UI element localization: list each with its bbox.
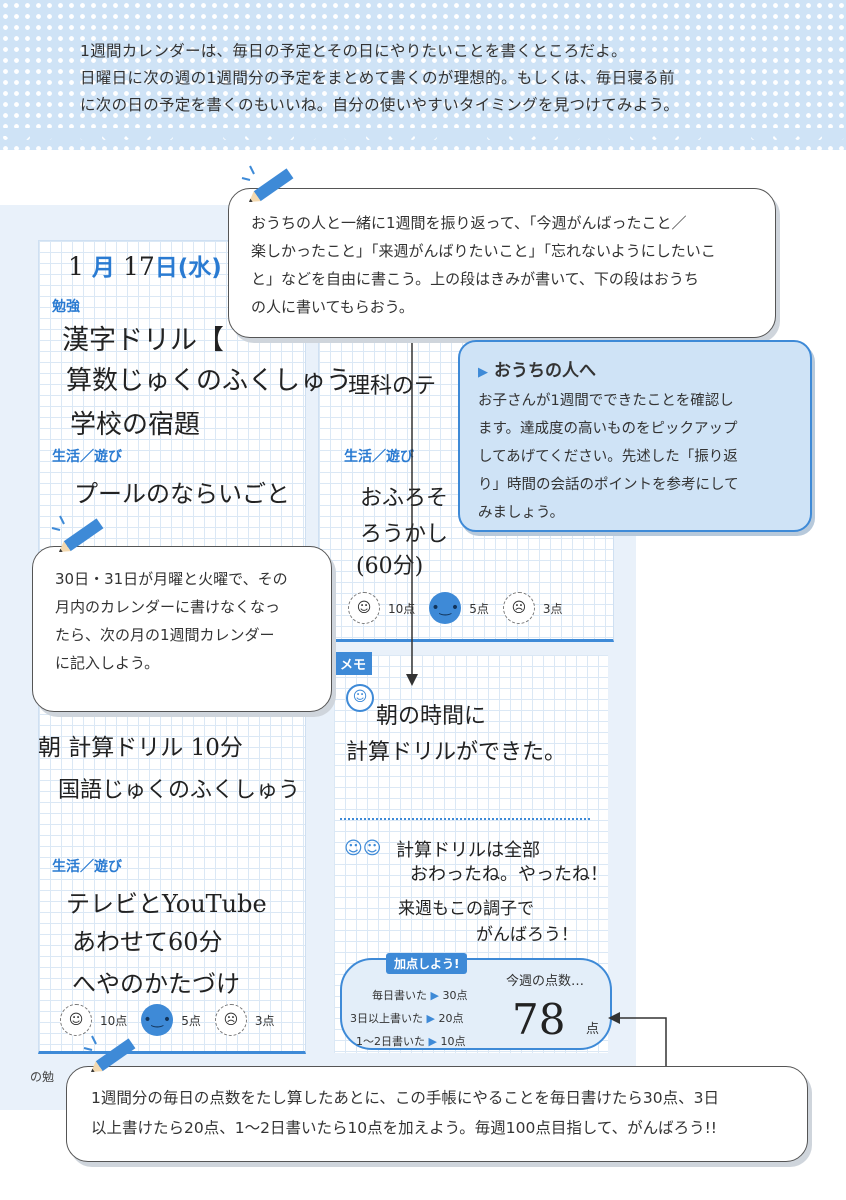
tip-top-line-3: と」などを自由に書こう。上の段はきみが書いて、下の段はおうち xyxy=(251,270,699,288)
neutral-face-icon[interactable]: •‿• xyxy=(429,592,462,624)
score-rule-2: 3日以上書いた xyxy=(350,1012,423,1025)
right-life-label: 生活／遊び xyxy=(344,449,414,465)
life-label: 生活／遊び xyxy=(52,449,122,465)
intro-line-2: 日曜日に次の週の1週間分の予定をまとめて書くのが理想的。もしくは、毎日寝る前 xyxy=(80,69,675,87)
face-mid-points: 5点 xyxy=(181,1013,201,1028)
face-bad-points: 3点 xyxy=(542,601,563,616)
partial-label: の勉 xyxy=(30,1070,55,1084)
pencil-icon xyxy=(51,515,104,552)
left-lower-life-label: 生活／遊び xyxy=(52,859,122,875)
score-rule-3-points: 10点 xyxy=(440,1035,466,1048)
score-box xyxy=(340,958,612,1050)
parent-note-line-2: ます。達成度の高いものをピックアップ xyxy=(478,421,738,437)
face-good-points: 10点 xyxy=(100,1013,128,1028)
triangle-icon: ▶ xyxy=(478,365,488,380)
memo-divider xyxy=(340,818,590,820)
banner-scalloped-edge xyxy=(0,128,846,143)
life-item-1: プールのならいごと xyxy=(74,480,290,508)
tip-bubble-top: おうちの人と一緒に1週間を振り返って、「今週がんばったこと／ 楽しかったこと」「… xyxy=(228,188,776,338)
study-item-3: 学校の宿題 xyxy=(70,410,201,440)
child-face-icon: ☺ xyxy=(346,684,374,712)
face-mid-points: 5点 xyxy=(469,601,489,616)
right-study-item: 理科のテ xyxy=(348,374,437,399)
score-faces-left: ☺ 10点 •‿• 5点 ☹ 3点 xyxy=(60,1004,281,1036)
sad-face-icon[interactable]: ☹ xyxy=(502,592,535,624)
memo-child-line-1: 朝の時間に xyxy=(376,704,487,729)
tip-top-line-4: の人に書いてもらおう。 xyxy=(251,298,414,316)
date-weekday: (水) xyxy=(177,255,222,281)
right-life-item-1: おふろそ xyxy=(360,486,449,511)
memo-parent-line-1: 計算ドリルは全部 xyxy=(396,840,540,861)
score-tag: 加点しよう! xyxy=(386,953,468,974)
score-faces-right: ☺ 10点 •‿• 5点 ☹ 3点 xyxy=(348,592,569,624)
tip-bottom-line-1: 1週間分の毎日の点数をたし算したあとに、この手帳にやることを毎日書けたら30点、… xyxy=(91,1089,719,1107)
score-unit: 点 xyxy=(586,1022,600,1037)
calendar-date: 1 月 17日(水) xyxy=(68,248,222,282)
memo-label: メモ xyxy=(334,652,373,675)
date-month-handwritten: 1 xyxy=(68,252,84,281)
date-day-unit: 日 xyxy=(154,255,178,281)
score-value[interactable]: 78 xyxy=(512,995,566,1044)
sad-face-icon[interactable]: ☹ xyxy=(214,1004,247,1036)
parent-note-line-4: り」時間の会話のポイントを参考にして xyxy=(478,477,739,493)
memo-parent-line-2: おわったね。やったね！ xyxy=(410,864,608,885)
score-rule-1: 毎日書いた xyxy=(372,989,427,1002)
score-rule-2-points: 20点 xyxy=(438,1012,464,1025)
smile-face-icon[interactable]: ☺ xyxy=(348,592,380,624)
left-lower-item-1: 朝 計算ドリル 10分 xyxy=(38,735,243,761)
tip-top-line-2: 楽しかったこと」「来週がんばりたいこと」「忘れないようにしたいこ xyxy=(251,242,716,260)
memo-child-line-2: 計算ドリルができた。 xyxy=(346,740,567,765)
intro-text: 1週間カレンダーは、毎日の予定とその日にやりたいことを書くところだよ。 日曜日に… xyxy=(80,38,800,119)
study-item-2: 算数じゅくのふくしゅう xyxy=(66,366,353,396)
score-week-label: 今週の点数… xyxy=(506,974,585,989)
tip-top-line-1: おうちの人と一緒に1週間を振り返って、「今週がんばったこと／ xyxy=(251,214,687,232)
date-month-unit: 月 xyxy=(91,255,115,281)
intro-line-1: 1週間カレンダーは、毎日の予定とその日にやりたいことを書くところだよ。 xyxy=(80,42,627,60)
neutral-face-icon[interactable]: •‿• xyxy=(141,1004,174,1036)
score-rule-3: 1〜2日書いた xyxy=(356,1035,425,1048)
pencil-icon xyxy=(83,1035,136,1072)
header-banner xyxy=(0,0,846,150)
left-lower-life-item-2: あわせて60分 xyxy=(72,928,223,956)
tip-left-line-1: 30日・31日が月曜と火曜で、その xyxy=(55,570,288,588)
parent-note-title: おうちの人へ xyxy=(494,361,596,381)
tip-bottom-line-2: 以上書けたら20点、1〜2日書いたら10点を加えよう。毎週100点目指して、がん… xyxy=(91,1119,718,1137)
face-bad-points: 3点 xyxy=(254,1013,275,1028)
tip-left-line-4: に記入しよう。 xyxy=(55,654,160,672)
pencil-icon xyxy=(241,165,294,202)
smile-face-icon[interactable]: ☺ xyxy=(60,1004,92,1036)
face-good-points: 10点 xyxy=(388,601,416,616)
tip-bubble-left: 30日・31日が月曜と火曜で、その 月内のカレンダーに書けなくなっ たら、次の月… xyxy=(32,546,332,712)
parent-note-line-3: してあげてください。先述した「振り返 xyxy=(478,449,738,465)
score-rule-1-points: 30点 xyxy=(442,989,468,1002)
study-label: 勉強 xyxy=(52,299,80,315)
tip-left-line-2: 月内のカレンダーに書けなくなっ xyxy=(55,598,281,616)
parent-note-line-1: お子さんが1週間でできたことを確認し xyxy=(478,393,734,409)
parent-note-line-5: みましょう。 xyxy=(478,505,565,521)
left-lower-item-2: 国語じゅくのふくしゅう xyxy=(58,778,301,803)
left-lower-life-item-1: テレビとYouTube xyxy=(66,890,267,918)
parent-note: ▶ おうちの人へ お子さんが1週間でできたことを確認し ます。達成度の高いものをピ… xyxy=(458,340,812,532)
parents-face-icon: ☺☺ xyxy=(344,838,382,859)
memo-parent-line-3: 来週もこの調子で xyxy=(398,899,534,919)
left-lower-life-item-3: へやのかたづけ xyxy=(72,970,240,998)
tip-left-line-3: たら、次の月の1週間カレンダー xyxy=(55,626,275,644)
date-day-handwritten: 17 xyxy=(122,252,155,281)
memo-parent-line-4: がんばろう！ xyxy=(476,925,578,945)
intro-line-3: に次の日の予定を書くのもいいね。自分の使いやすいタイミングを見つけてみよう。 xyxy=(80,96,680,114)
right-life-item-2: ろうかし xyxy=(360,522,449,547)
study-item-1: 漢字ドリル【 xyxy=(62,325,224,356)
tip-bubble-bottom: 1週間分の毎日の点数をたし算したあとに、この手帳にやることを毎日書けたら30点、… xyxy=(66,1066,808,1162)
score-rules: 毎日書いた ▶ 30点 3日以上書いた ▶ 20点 1〜2日書いた ▶ 10点 xyxy=(350,989,468,1048)
